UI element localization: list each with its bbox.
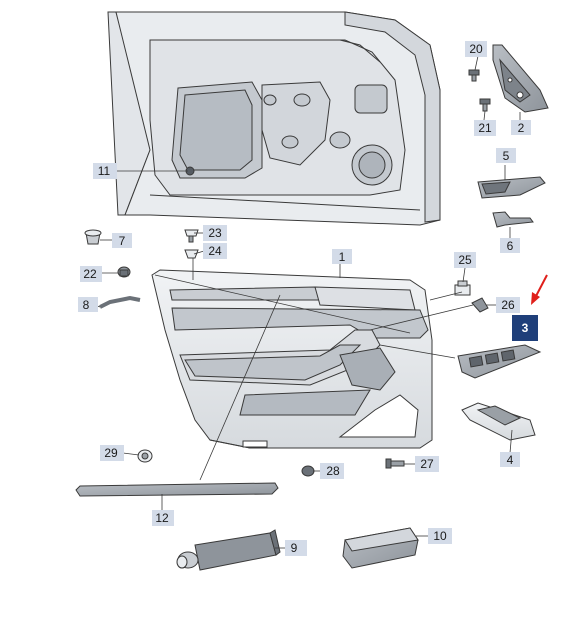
callout-label-12[interactable]: 12 [152,510,174,526]
callout-text-25: 25 [458,253,472,267]
callout-text-1: 1 [339,250,346,264]
callout-text-22: 22 [83,267,97,281]
mirror-trim-part [492,44,549,113]
callout-text-20: 20 [469,42,483,56]
screw-26 [471,297,489,313]
cable-8 [99,295,141,309]
callout-text-2: 2 [518,121,525,135]
callout-label-10[interactable]: 10 [428,528,452,544]
clip-28 [301,465,315,477]
clip-23 [184,229,199,243]
callout-labels: 1 2 3 4 5 6 7 8 [78,41,538,556]
callout-text-21: 21 [478,121,492,135]
callout-text-5: 5 [503,149,510,163]
callout-label-4[interactable]: 4 [500,452,520,467]
switch-bezel-4 [461,402,536,441]
clip-7 [84,229,102,245]
screw-20 [468,69,480,82]
callout-text-28: 28 [326,464,340,478]
callout-text-24: 24 [208,244,222,258]
callout-label-27[interactable]: 27 [415,456,439,472]
callout-text-6: 6 [507,239,514,253]
callout-label-24[interactable]: 24 [203,243,227,259]
callout-label-8[interactable]: 8 [78,297,98,312]
screw-21 [479,98,491,112]
red-arrow-icon [531,274,548,305]
callout-label-21[interactable]: 21 [474,120,496,136]
callout-label-23[interactable]: 23 [203,225,227,241]
callout-text-9: 9 [291,541,298,555]
callout-text-26: 26 [501,298,515,312]
callout-text-7: 7 [119,234,126,248]
clip-24 [184,249,199,259]
door-trim-panel [151,269,433,449]
callout-label-29[interactable]: 29 [100,445,124,461]
callout-text-10: 10 [433,529,447,543]
callout-label-1[interactable]: 1 [332,249,352,264]
handle-trim-5 [477,176,546,199]
callout-label-3[interactable]: 3 [512,315,538,341]
clip-29 [137,449,153,463]
callout-label-7[interactable]: 7 [112,233,132,248]
callout-text-3: 3 [522,321,529,335]
callout-text-23: 23 [208,226,222,240]
callout-text-4: 4 [507,453,514,467]
trim-strip-12 [75,482,279,497]
door-shell [107,11,441,226]
callout-label-22[interactable]: 22 [80,266,102,282]
callout-label-11[interactable]: 11 [93,163,117,179]
callout-label-28[interactable]: 28 [320,463,344,479]
bracket-6 [492,211,534,228]
callout-label-6[interactable]: 6 [500,238,520,253]
callout-label-20[interactable]: 20 [465,41,487,57]
callout-text-29: 29 [104,446,118,460]
callout-label-2[interactable]: 2 [511,120,531,135]
callout-text-11: 11 [98,164,111,178]
screw-27 [385,458,405,469]
leader-lines [91,55,521,549]
callout-text-12: 12 [155,511,169,525]
callout-text-27: 27 [420,457,434,471]
clip-22 [117,266,131,278]
callout-label-5[interactable]: 5 [496,148,516,163]
callout-text-8: 8 [83,298,90,312]
callout-label-9[interactable]: 9 [285,540,307,556]
foam-block-9 [176,529,281,571]
callout-label-26[interactable]: 26 [496,297,520,313]
callout-label-25[interactable]: 25 [454,252,476,268]
window-switch-panel-3 [457,344,542,379]
pad-10 [342,527,419,569]
